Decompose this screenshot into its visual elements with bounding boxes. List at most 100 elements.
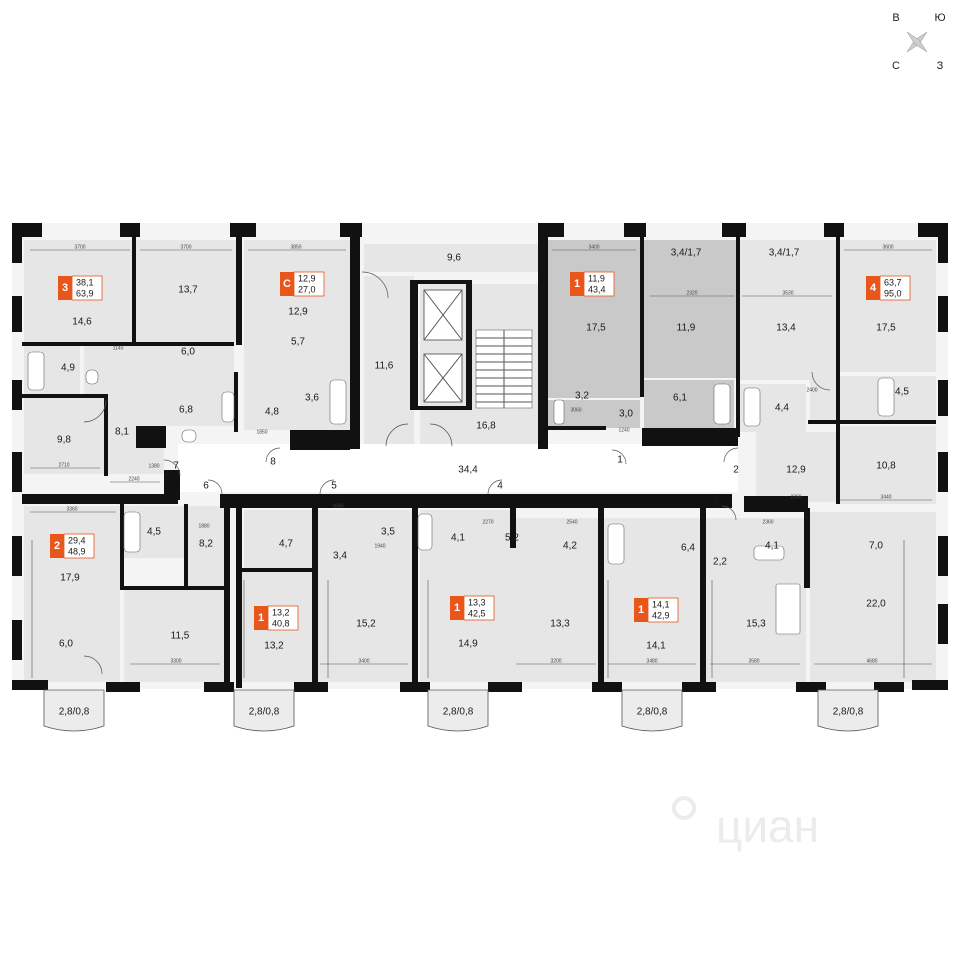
apartment-badge-1-bottom-b[interactable]: 1 13,3 42,5	[450, 595, 495, 621]
dim-label: 2320	[686, 290, 697, 296]
badge-rooms: 1	[454, 602, 460, 614]
compass-west-label: В	[892, 12, 899, 24]
badge-rooms: С	[283, 278, 291, 290]
balconies: 2,8/0,8 2,8/0,8 2,8/0,8 2,8/0,8 2,8/0,8	[43, 689, 879, 732]
badge-living-area: 63,7	[884, 277, 902, 287]
badge-total-area: 27,0	[298, 284, 316, 294]
dim-label: 2200	[790, 494, 801, 500]
balcony-area: 2,8/0,8	[249, 707, 280, 718]
dim-label: 1940	[374, 543, 385, 549]
room-area: 4,4	[775, 403, 789, 414]
badge-total-area: 42,9	[652, 610, 670, 620]
room-area: 11,6	[375, 361, 394, 372]
room-area: 9,8	[57, 435, 71, 446]
badge-living-area: 11,9	[588, 273, 605, 283]
dim-label: 2540	[566, 519, 577, 525]
dim-label: 4680	[866, 658, 877, 664]
dim-label: 3400	[358, 658, 369, 664]
interior-walls	[22, 237, 936, 688]
room-area: 4,8	[265, 407, 279, 418]
apartment-badge-3[interactable]: 3 38,1 63,9	[58, 275, 103, 301]
watermark-text: циан	[716, 800, 819, 852]
badge-rooms: 4	[870, 282, 877, 294]
dimension-labels: 3700 3700 3850 3400 3600 2320 3530 1140 …	[58, 244, 893, 664]
badge-rooms: 1	[638, 604, 644, 616]
room-area: 17,9	[60, 573, 80, 584]
dim-label: 3360	[66, 506, 77, 512]
room-area: 17,5	[586, 323, 606, 334]
dim-label: 2240	[128, 476, 139, 482]
dim-label: 3480	[646, 658, 657, 664]
room-area: 34,4	[458, 465, 478, 476]
compass-east-label: З	[937, 60, 944, 72]
badge-rooms: 2	[54, 540, 60, 552]
room-area: 3,5	[381, 527, 395, 538]
apartment-badges: 3 38,1 63,9 С 12,9 27,0 1 11,9 43,4 4 63…	[50, 271, 911, 631]
room-area: 4,1	[451, 533, 465, 544]
dim-label: 3850	[290, 244, 301, 250]
badge-total-area: 40,8	[272, 618, 290, 628]
badge-rooms: 1	[574, 278, 580, 290]
dim-label: 1880	[198, 523, 209, 529]
compass-north-label: С	[892, 60, 900, 72]
room-area: 8,1	[115, 427, 129, 438]
entrance-number: 3	[713, 495, 719, 506]
dim-label: 3700	[180, 244, 191, 250]
apartment-badge-studio[interactable]: С 12,9 27,0	[280, 271, 325, 297]
room-area: 11,9	[677, 323, 696, 334]
room-area: 12,9	[288, 307, 308, 318]
room-area: 7,0	[869, 541, 883, 552]
room-area: 6,1	[673, 393, 687, 404]
apartment-badge-2[interactable]: 2 29,4 48,9	[50, 533, 95, 559]
balcony-area: 2,8/0,8	[443, 707, 474, 718]
room-area: 3,6	[305, 393, 319, 404]
badge-rooms: 3	[62, 282, 68, 294]
room-area: 3,2	[575, 391, 589, 402]
dim-label: 3300	[170, 658, 181, 664]
room-area: 14,6	[72, 317, 92, 328]
badge-total-area: 42,5	[468, 608, 486, 618]
compass: Ю В З С	[892, 12, 946, 72]
entrance-number: 5	[331, 481, 337, 492]
room-fills	[24, 240, 936, 682]
apartment-badge-1-bottom-c[interactable]: 1 14,1 42,9	[634, 597, 679, 623]
room-area: 5,2	[505, 533, 519, 544]
apartment-badge-1-bottom-a[interactable]: 1 13,2 40,8	[254, 605, 299, 631]
badge-total-area: 95,0	[884, 288, 902, 298]
room-area: 10,8	[876, 461, 896, 472]
badge-total-area: 48,9	[68, 546, 86, 556]
dim-label: 3060	[570, 407, 581, 413]
badge-living-area: 29,4	[68, 535, 86, 545]
room-area: 15,2	[356, 619, 376, 630]
dim-label: 3440	[880, 494, 891, 500]
badge-living-area: 13,2	[272, 607, 290, 617]
dim-label: 2270	[482, 519, 493, 525]
dim-label: 2360	[762, 519, 773, 525]
watermark: циан	[672, 796, 819, 852]
room-area: 5,7	[291, 337, 305, 348]
room-area: 3,4	[333, 551, 347, 562]
door-swings	[83, 271, 831, 675]
room-area: 14,1	[646, 641, 666, 652]
room-area: 4,7	[279, 539, 293, 550]
balcony-area: 2,8/0,8	[59, 707, 90, 718]
room-area: 6,0	[181, 347, 195, 358]
room-area: 15,3	[746, 619, 766, 630]
badge-living-area: 13,3	[468, 597, 486, 607]
apartment-badge-1-top[interactable]: 1 11,9 43,4	[570, 271, 615, 297]
badge-living-area: 12,9	[298, 273, 316, 283]
dim-label: 3700	[74, 244, 85, 250]
entrance-number: 4	[497, 481, 503, 492]
badge-total-area: 63,9	[76, 288, 94, 298]
entrance-number: 6	[203, 481, 209, 492]
room-area: 4,5	[147, 527, 161, 538]
elevators	[423, 289, 463, 403]
apartment-badge-4[interactable]: 4 63,7 95,0	[866, 275, 911, 301]
room-area: 13,7	[178, 285, 198, 296]
entrance-number: 1	[617, 455, 623, 466]
room-area: 13,2	[264, 641, 284, 652]
room-area: 4,9	[61, 363, 75, 374]
room-area: 12,9	[786, 465, 806, 476]
entrance-numbers: 7 8 6 5 4 1 2 3	[173, 455, 739, 506]
dim-label: 1850	[256, 429, 267, 435]
